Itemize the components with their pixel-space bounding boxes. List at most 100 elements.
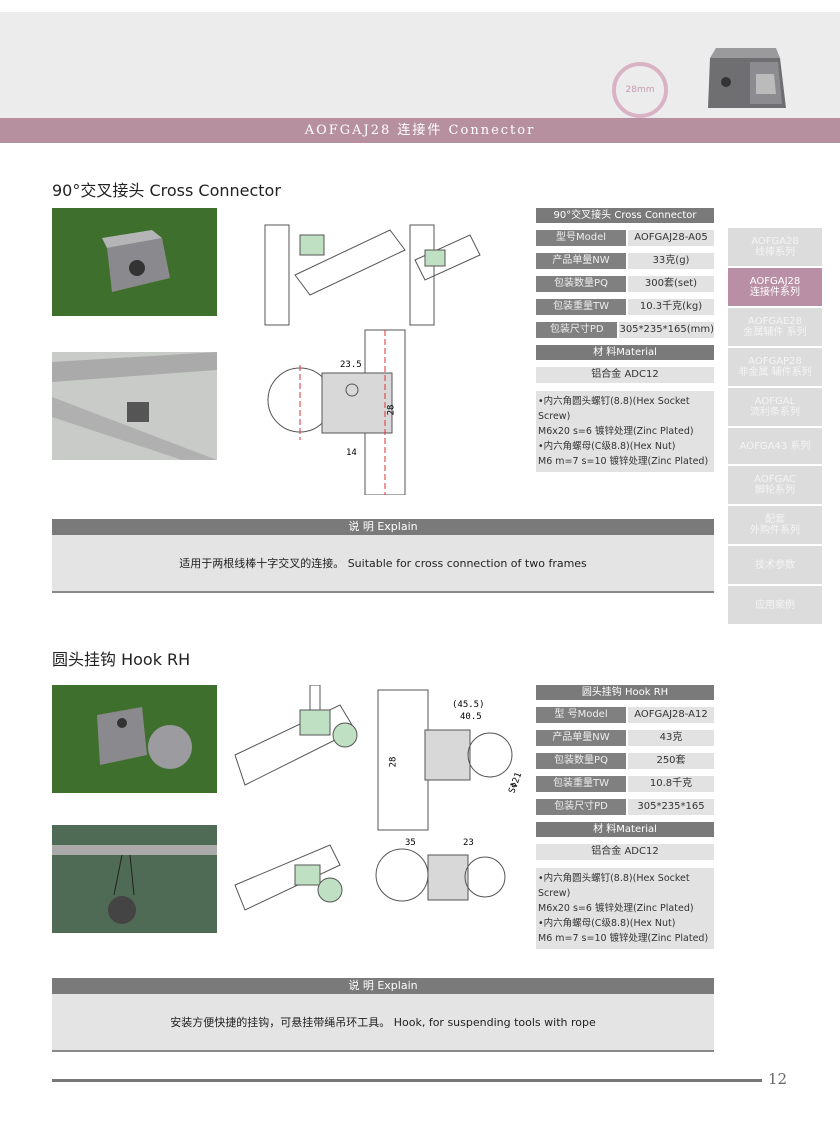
dim-label: 35 — [405, 838, 416, 848]
label: 外购件系列 — [750, 525, 800, 536]
connector-product-image — [708, 48, 786, 108]
dim-label: 28 — [388, 756, 399, 768]
spec-value: 305*235*165 — [628, 799, 714, 815]
explain-header: 说 明 Explain — [52, 519, 714, 535]
label: 金属辅件 系列 — [743, 327, 807, 338]
spec-table-header: 90°交叉接头 Cross Connector — [536, 208, 714, 223]
label: 非金属 辅件系列 — [738, 367, 812, 378]
hardware-notes: •内六角圆头螺钉(8.8)(Hex Socket Screw) M6x20 s=6… — [536, 868, 714, 949]
label: 应用案例 — [755, 599, 795, 611]
material-header: 材 料Material — [536, 822, 714, 837]
spec-key: 包装重量TW — [536, 299, 626, 315]
label: 脚轮系列 — [755, 485, 795, 496]
spec-key: 型 号Model — [536, 707, 626, 723]
spec-value: 10.3千克(kg) — [628, 299, 714, 315]
label: AOFGAP28 — [748, 356, 802, 367]
hook-drawing — [234, 685, 513, 911]
label: 线棒系列 — [755, 247, 795, 258]
tube-profile-28mm: 28mm — [612, 62, 668, 118]
dim-label: 23.5 — [340, 360, 362, 370]
spec-key: 产品单量NW — [536, 730, 626, 746]
note-line: M6 m=7 s=10 镀锌处理(Zinc Plated) — [538, 933, 709, 944]
spec-value: AOFGAJ28-A05 — [628, 230, 714, 246]
spec-key: 包装重量TW — [536, 776, 626, 792]
spec-table-header: 圆头挂钩 Hook RH — [536, 685, 714, 700]
hardware-notes: •内六角圆头螺钉(8.8)(Hex Socket Screw) M6x20 s=6… — [536, 391, 714, 472]
sidebar-item-purchased[interactable]: 配套外购件系列 — [728, 506, 822, 544]
section-title: 90°交叉接头 Cross Connector — [52, 181, 281, 200]
spec-value: AOFGAJ28-A12 — [628, 707, 714, 723]
page-number: 12 — [768, 1070, 788, 1088]
spec-key: 包装尺寸PD — [536, 799, 626, 815]
section-title: 圆头挂钩 Hook RH — [52, 650, 191, 669]
footer-divider — [52, 1079, 762, 1082]
explain-header: 说 明 Explain — [52, 978, 714, 994]
dim-label: 23 — [463, 838, 474, 848]
cross-connector-drawing — [264, 224, 481, 495]
material-header: 材 料Material — [536, 345, 714, 360]
spec-value: 33克(g) — [628, 253, 714, 269]
dim-label: (45.5) — [452, 700, 485, 710]
note-line: M6x20 s=6 镀锌处理(Zinc Plated) — [538, 903, 694, 914]
material-value: 铝合金 ADC12 — [536, 367, 714, 383]
ring-label: 28mm — [625, 85, 655, 95]
label: 技术参数 — [755, 559, 795, 571]
note-line: •内六角圆头螺钉(8.8)(Hex Socket Screw) — [538, 873, 690, 899]
spec-value: 300套(set) — [628, 276, 714, 292]
label: AOFGA28 — [751, 236, 799, 247]
spec-value: 250套 — [628, 753, 714, 769]
page-title-band: AOFGAJ28 连接件 Connector — [0, 118, 840, 143]
cross-connector-photo — [52, 208, 217, 316]
dim-label: 40.5 — [460, 712, 482, 722]
spec-key: 型号Model — [536, 230, 626, 246]
header-background — [0, 12, 840, 118]
label: AOFGAE28 — [748, 316, 802, 327]
label: 配套 — [765, 514, 785, 525]
sidebar-item-tech-params[interactable]: 技术参数 — [728, 546, 822, 584]
label: 流利条系列 — [750, 407, 800, 418]
material-value: 铝合金 ADC12 — [536, 844, 714, 860]
label: AOFGAC — [754, 474, 796, 485]
explain-text: 适用于两根线棒十字交叉的连接。 Suitable for cross conne… — [52, 535, 714, 593]
sidebar-item-aofga43[interactable]: AOFGA43 系列 — [728, 428, 822, 464]
note-line: •内六角圆头螺钉(8.8)(Hex Socket Screw) — [538, 396, 690, 422]
spec-value: 10.8千克 — [628, 776, 714, 792]
explain-text: 安装方便快捷的挂钩，可悬挂带绳吊环工具。 Hook, for suspendin… — [52, 994, 714, 1052]
dim-label: 28 — [386, 404, 397, 416]
spec-value: 305*235*165(mm) — [619, 322, 714, 338]
note-line: M6x20 s=6 镀锌处理(Zinc Plated) — [538, 426, 694, 437]
sidebar-item-cases[interactable]: 应用案例 — [728, 586, 822, 624]
dim-label: 14 — [346, 448, 357, 458]
spec-key: 产品单量NW — [536, 253, 626, 269]
hook-application-photo — [52, 825, 217, 933]
label: AOFGA43 系列 — [739, 440, 811, 452]
note-line: •内六角螺母(C级8.8)(Hex Nut) — [538, 441, 676, 452]
hook-photo — [52, 685, 217, 793]
label: AOFGAL — [754, 396, 796, 407]
spec-key: 包装数量PQ — [536, 276, 626, 292]
spec-key: 包装尺寸PD — [536, 322, 618, 338]
note-line: M6 m=7 s=10 镀锌处理(Zinc Plated) — [538, 456, 709, 467]
spec-key: 包装数量PQ — [536, 753, 626, 769]
label: AOFGAJ28 — [749, 276, 801, 287]
cross-connector-application-photo — [52, 352, 217, 460]
note-line: •内六角螺母(C级8.8)(Hex Nut) — [538, 918, 676, 929]
